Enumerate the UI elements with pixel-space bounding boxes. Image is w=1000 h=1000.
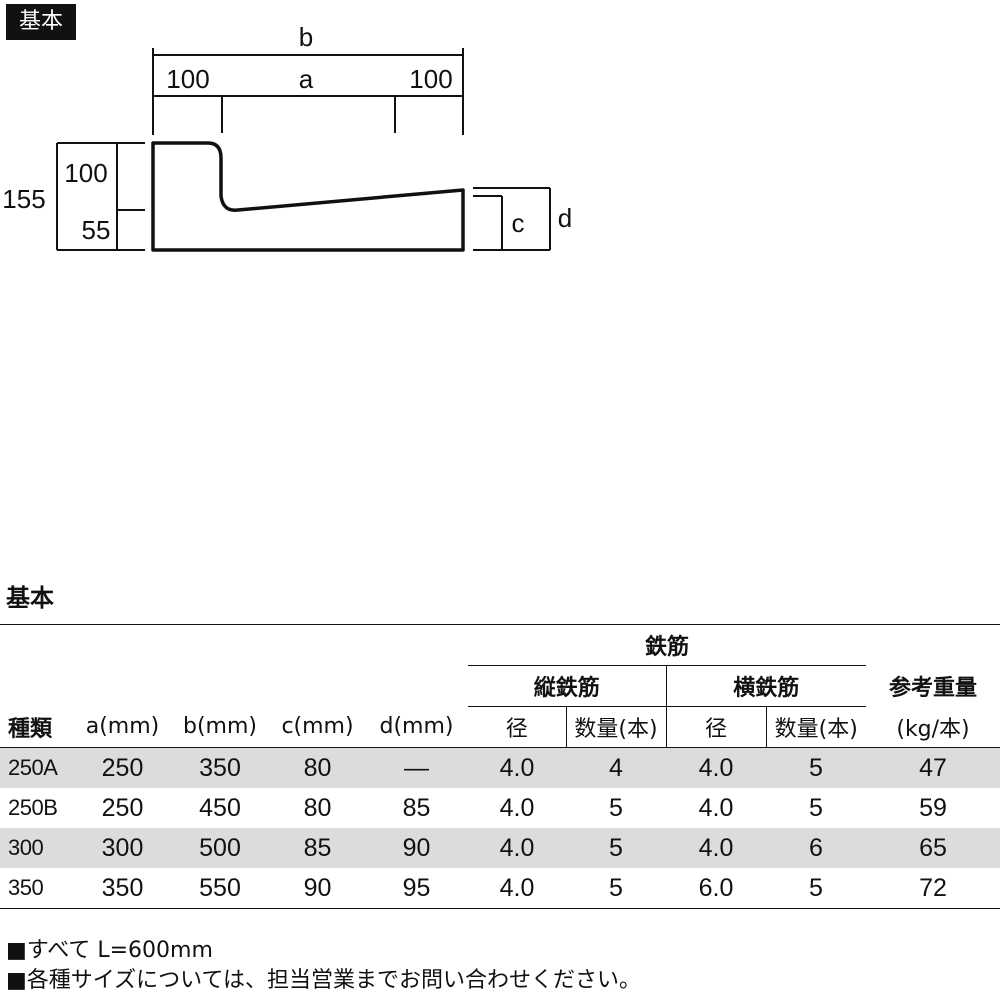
cell-type: 250B bbox=[8, 795, 58, 820]
cell-b: 350 bbox=[170, 747, 270, 788]
cell-horizontal-diameter: 4.0 bbox=[698, 793, 734, 822]
cell-vertical-diameter: 4.0 bbox=[499, 793, 535, 822]
col-weight-unit: (kg/本) bbox=[866, 706, 1000, 748]
table-row: 300 300 500 85 90 4.0 5 4.0 6 65 bbox=[0, 828, 1000, 868]
table-head-row-2: 縦鉄筋 横鉄筋 参考重量 bbox=[0, 665, 1000, 707]
head-vertical-rebar: 縦鉄筋 bbox=[468, 665, 667, 707]
cell-horizontal-quantity: 5 bbox=[809, 793, 823, 822]
cell-vertical-diameter: 4.0 bbox=[468, 868, 566, 909]
table-row: 250A 250 350 80 — 4.0 4 4.0 5 47 bbox=[0, 747, 1000, 788]
table-row: 350 350 550 90 95 4.0 5 6.0 5 72 bbox=[0, 868, 1000, 909]
cell-vertical-quantity: 5 bbox=[566, 868, 666, 909]
cell-weight: 59 bbox=[919, 793, 947, 822]
dim-b-label: b bbox=[299, 22, 313, 52]
cell-vertical-quantity: 5 bbox=[609, 793, 623, 822]
cell-a: 300 bbox=[75, 828, 170, 868]
cell-horizontal-quantity: 5 bbox=[766, 747, 867, 788]
note-contact: ■各種サイズについては、担当営業までお問い合わせください。 bbox=[6, 968, 642, 993]
cell-c: 80 bbox=[303, 793, 332, 822]
cell-a: 350 bbox=[75, 868, 170, 909]
col-a: a(mm) bbox=[75, 706, 170, 748]
cell-horizontal-diameter: 4.0 bbox=[666, 747, 766, 788]
cell-d: 95 bbox=[365, 868, 468, 909]
cell-horizontal-diameter: 6.0 bbox=[666, 868, 766, 909]
cell-c: 80 bbox=[270, 747, 365, 788]
cell-vertical-diameter: 4.0 bbox=[468, 747, 566, 788]
cell-vertical-quantity: 4 bbox=[566, 747, 666, 788]
dim-h55-label: 55 bbox=[82, 215, 111, 245]
cell-b: 500 bbox=[170, 828, 270, 868]
head-horizontal-rebar: 横鉄筋 bbox=[666, 665, 867, 707]
cell-type: 250A bbox=[0, 747, 75, 788]
cell-type: 350 bbox=[0, 868, 75, 909]
cell-b: 550 bbox=[170, 868, 270, 909]
table-head-row-1: 鉄筋 bbox=[0, 624, 1000, 666]
cell-weight: 65 bbox=[866, 828, 1000, 868]
dim-d-label: d bbox=[558, 203, 572, 233]
table-head-row-3: 種類 a(mm) b(mm) c(mm) d(mm) 径 数量(本) 径 数量(… bbox=[0, 706, 1000, 748]
cell-c: 85 bbox=[270, 828, 365, 868]
cell-horizontal-quantity: 5 bbox=[766, 868, 867, 909]
section-title: 基本 bbox=[6, 584, 54, 612]
col-type: 種類 bbox=[0, 706, 75, 748]
cell-type: 300 bbox=[0, 828, 75, 868]
dim-left-100-label: 100 bbox=[166, 64, 209, 94]
cell-vertical-diameter: 4.0 bbox=[468, 828, 566, 868]
note-length: ■すべて L=600mm bbox=[6, 938, 213, 963]
col-c: c(mm) bbox=[270, 706, 365, 748]
table-row: 250B 250 450 80 85 4.0 5 4.0 5 59 bbox=[0, 788, 1000, 828]
cell-d: 90 bbox=[365, 828, 468, 868]
cell-d: 85 bbox=[402, 793, 431, 822]
section-profile bbox=[151, 141, 465, 252]
cell-horizontal-diameter: 4.0 bbox=[666, 828, 766, 868]
dim-155-label: 155 bbox=[2, 184, 45, 214]
col-vertical-diameter: 径 bbox=[468, 706, 567, 748]
col-horizontal-diameter: 径 bbox=[666, 706, 767, 748]
drawing-tag: 基本 bbox=[6, 4, 76, 40]
cell-d: — bbox=[365, 747, 468, 788]
dim-c-label: c bbox=[512, 208, 525, 238]
dim-h100-label: 100 bbox=[64, 158, 107, 188]
head-rebar: 鉄筋 bbox=[468, 624, 867, 666]
head-weight: 参考重量 bbox=[889, 676, 978, 701]
col-b: b(mm) bbox=[170, 706, 270, 748]
cell-weight: 72 bbox=[866, 868, 1000, 909]
cell-b: 450 bbox=[199, 793, 241, 822]
cell-a: 250 bbox=[101, 793, 144, 822]
dim-right-100-label: 100 bbox=[409, 64, 452, 94]
cell-c: 90 bbox=[270, 868, 365, 909]
dim-a-label: a bbox=[299, 64, 314, 94]
col-d: d(mm) bbox=[365, 706, 468, 748]
cell-vertical-quantity: 5 bbox=[566, 828, 666, 868]
cell-a: 250 bbox=[75, 747, 170, 788]
col-horizontal-quantity: 数量(本) bbox=[766, 706, 867, 748]
spec-table: 鉄筋 縦鉄筋 横鉄筋 参考重量 種類 a(mm) b(mm) c(mm) d(m… bbox=[0, 624, 1000, 909]
cross-section-drawing: b 100 a 100 155 100 55 c d bbox=[2, 22, 572, 252]
cell-weight: 47 bbox=[866, 747, 1000, 788]
col-vertical-quantity: 数量(本) bbox=[566, 706, 667, 748]
cell-horizontal-quantity: 6 bbox=[766, 828, 867, 868]
